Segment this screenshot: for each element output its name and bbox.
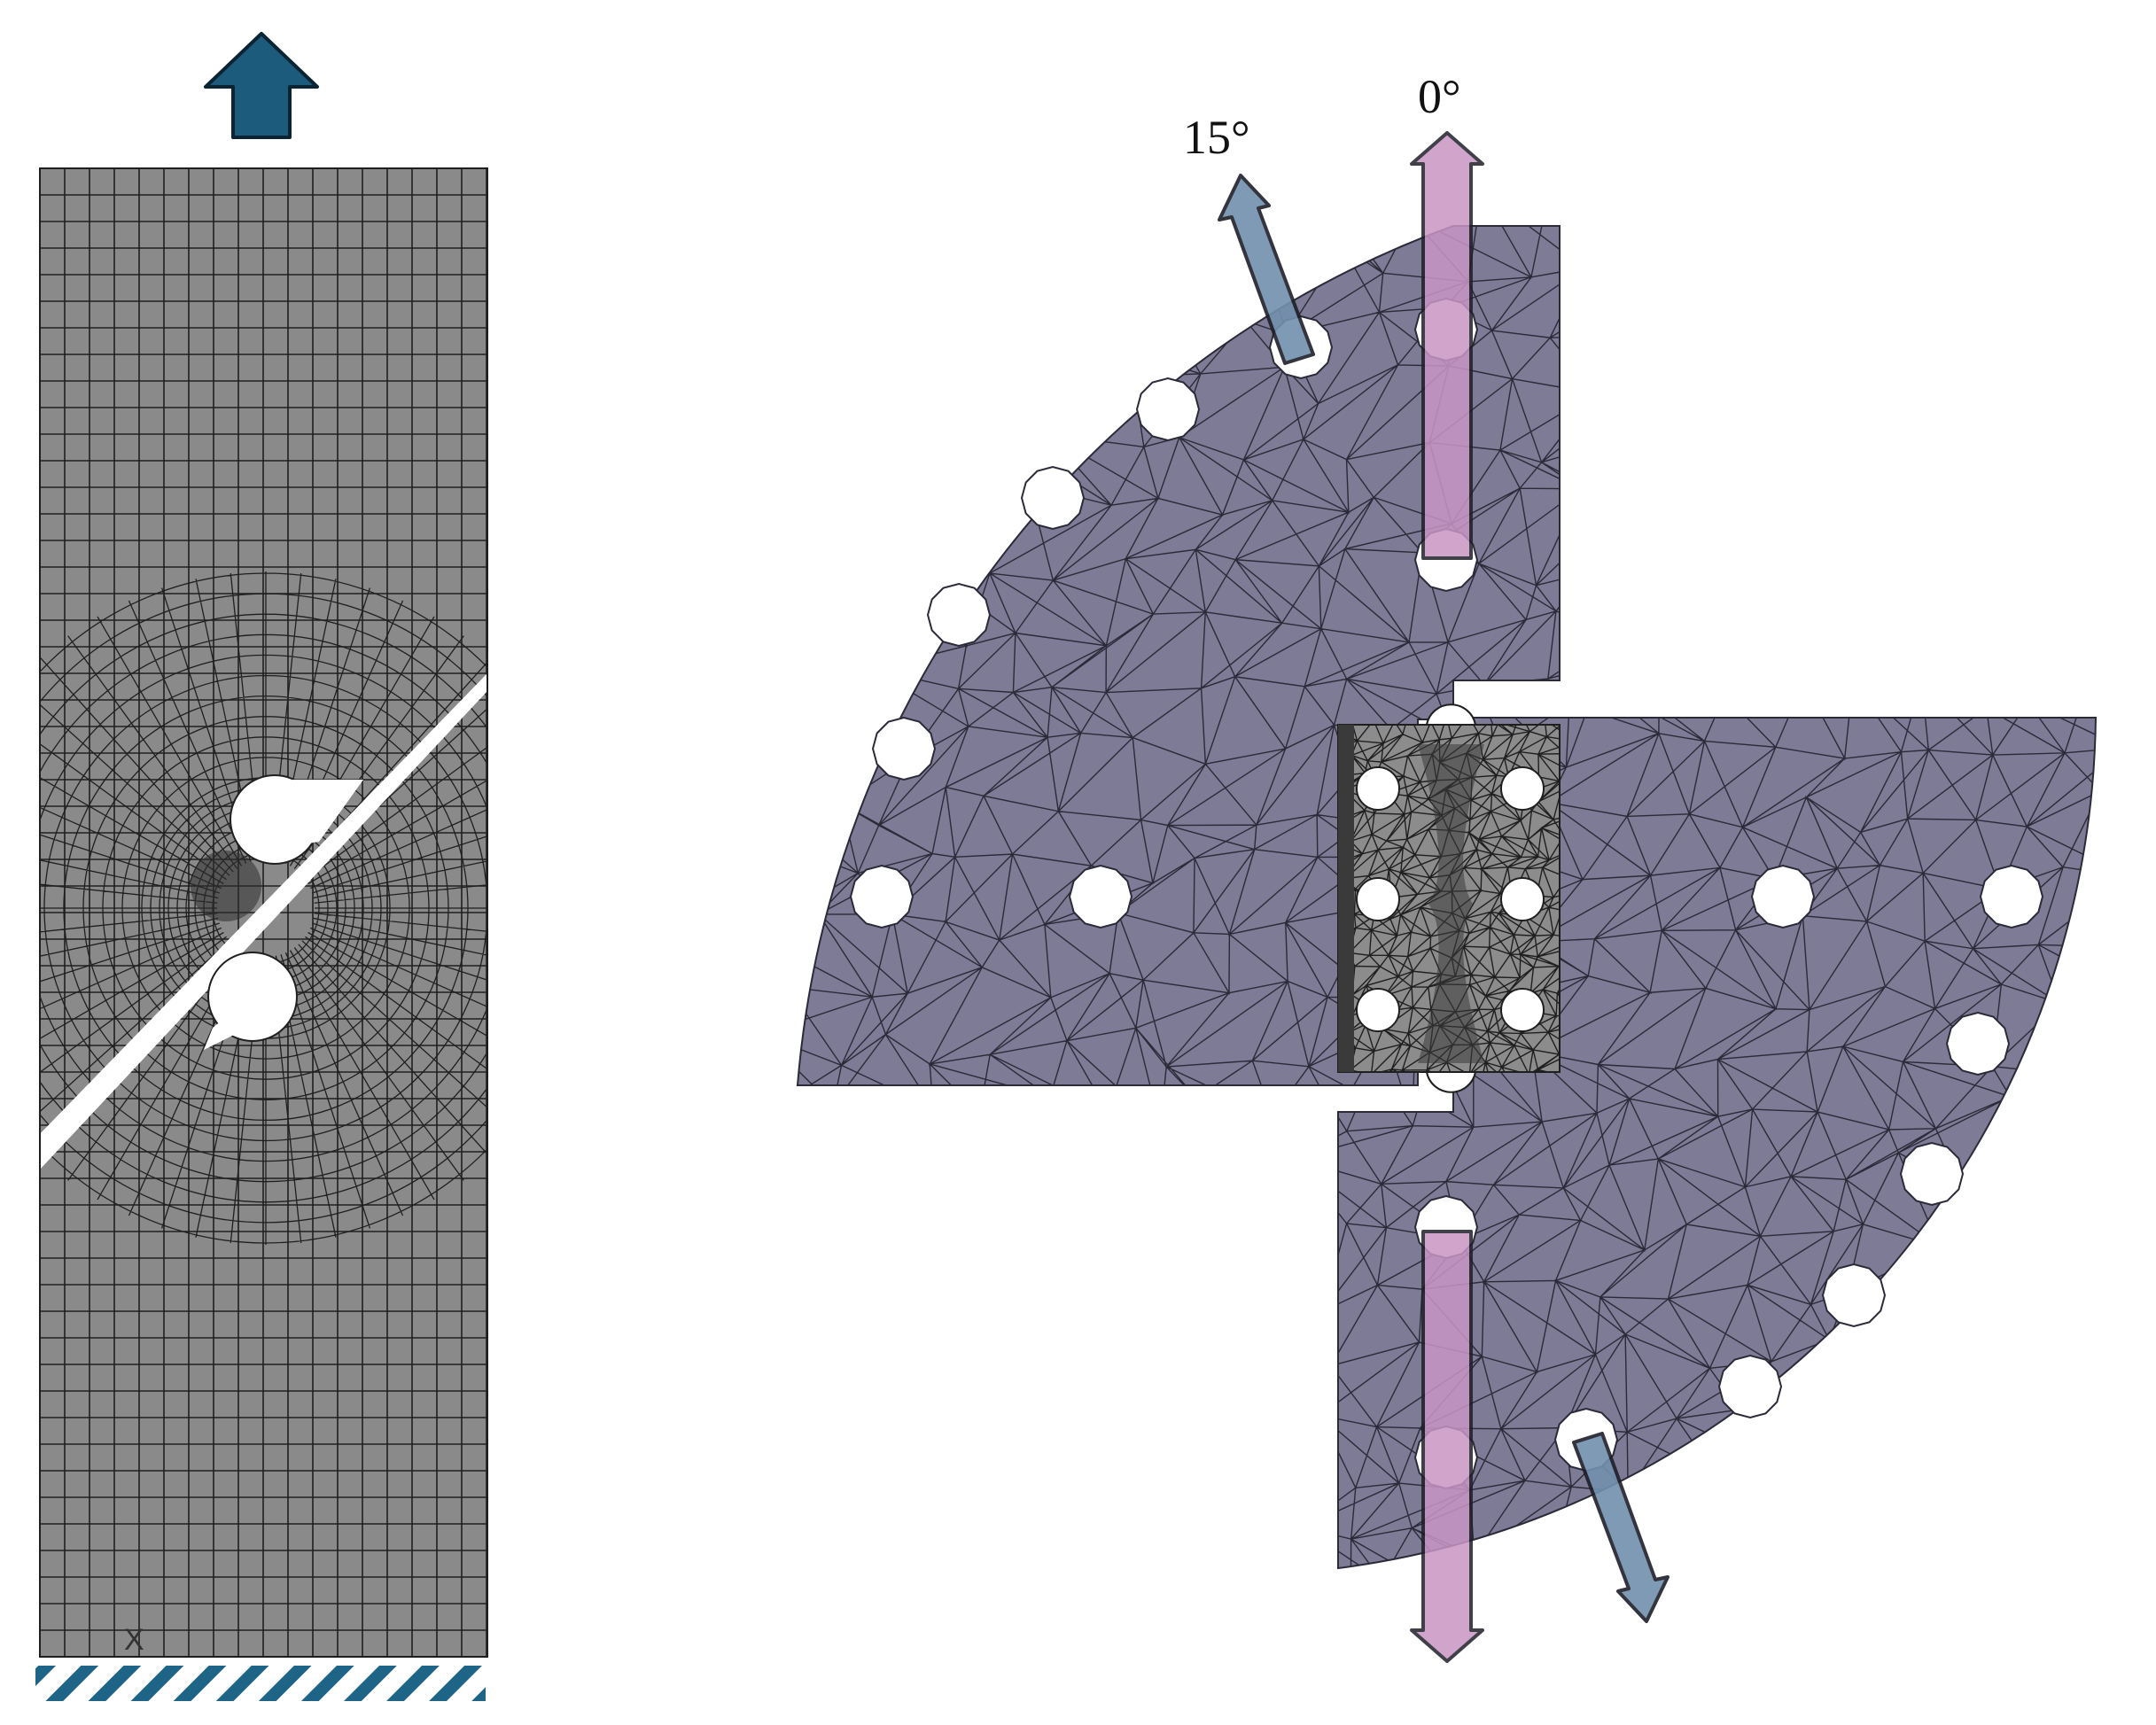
pink-arrow-bottom-icon bbox=[1410, 1230, 1484, 1663]
fixed-support-hatch-icon bbox=[35, 1666, 486, 1701]
fixture-hole bbox=[1068, 864, 1133, 929]
upper-notch bbox=[266, 780, 363, 851]
angle-label-15: 15° bbox=[1183, 111, 1250, 164]
steel-arrow-top-icon bbox=[1218, 174, 1315, 365]
fixture-hole bbox=[849, 864, 915, 929]
specimen-border bbox=[39, 167, 488, 1658]
lower-notch bbox=[204, 992, 266, 1050]
fixture-hole bbox=[1899, 1141, 1965, 1207]
fixture-hole bbox=[1979, 864, 2044, 929]
fixture-hole bbox=[926, 582, 992, 648]
bolt-hole bbox=[1500, 988, 1545, 1032]
fixture-hole bbox=[871, 716, 937, 781]
fixture-hole bbox=[1717, 1354, 1783, 1419]
left-specimen bbox=[39, 167, 488, 1658]
fixture-hole bbox=[1821, 1263, 1887, 1328]
bolt-hole bbox=[1500, 766, 1545, 811]
bolt-hole bbox=[1356, 766, 1400, 811]
fixture-hole bbox=[1020, 465, 1086, 531]
angle-label-0: 0° bbox=[1418, 70, 1461, 123]
fixture-hole bbox=[1750, 864, 1816, 929]
coord-axis-label: X bbox=[124, 1623, 144, 1657]
slit bbox=[40, 673, 487, 1152]
pink-arrow-top-icon bbox=[1410, 131, 1484, 560]
fixture-hole bbox=[1945, 1011, 2011, 1076]
center-holes bbox=[1356, 766, 1545, 1032]
dense-mesh-region bbox=[191, 851, 261, 921]
fixture-hole bbox=[1135, 377, 1201, 442]
steel-arrow-bottom-icon bbox=[1572, 1432, 1670, 1623]
center-specimen bbox=[1337, 703, 1561, 1093]
up-arrow-icon bbox=[204, 32, 319, 139]
radial-mesh-lines bbox=[40, 571, 487, 1245]
bolt-hole bbox=[1356, 988, 1400, 1032]
bolt-hole bbox=[1500, 877, 1545, 921]
dense-gauge-region bbox=[1418, 744, 1484, 1063]
bolt-hole bbox=[1356, 877, 1400, 921]
